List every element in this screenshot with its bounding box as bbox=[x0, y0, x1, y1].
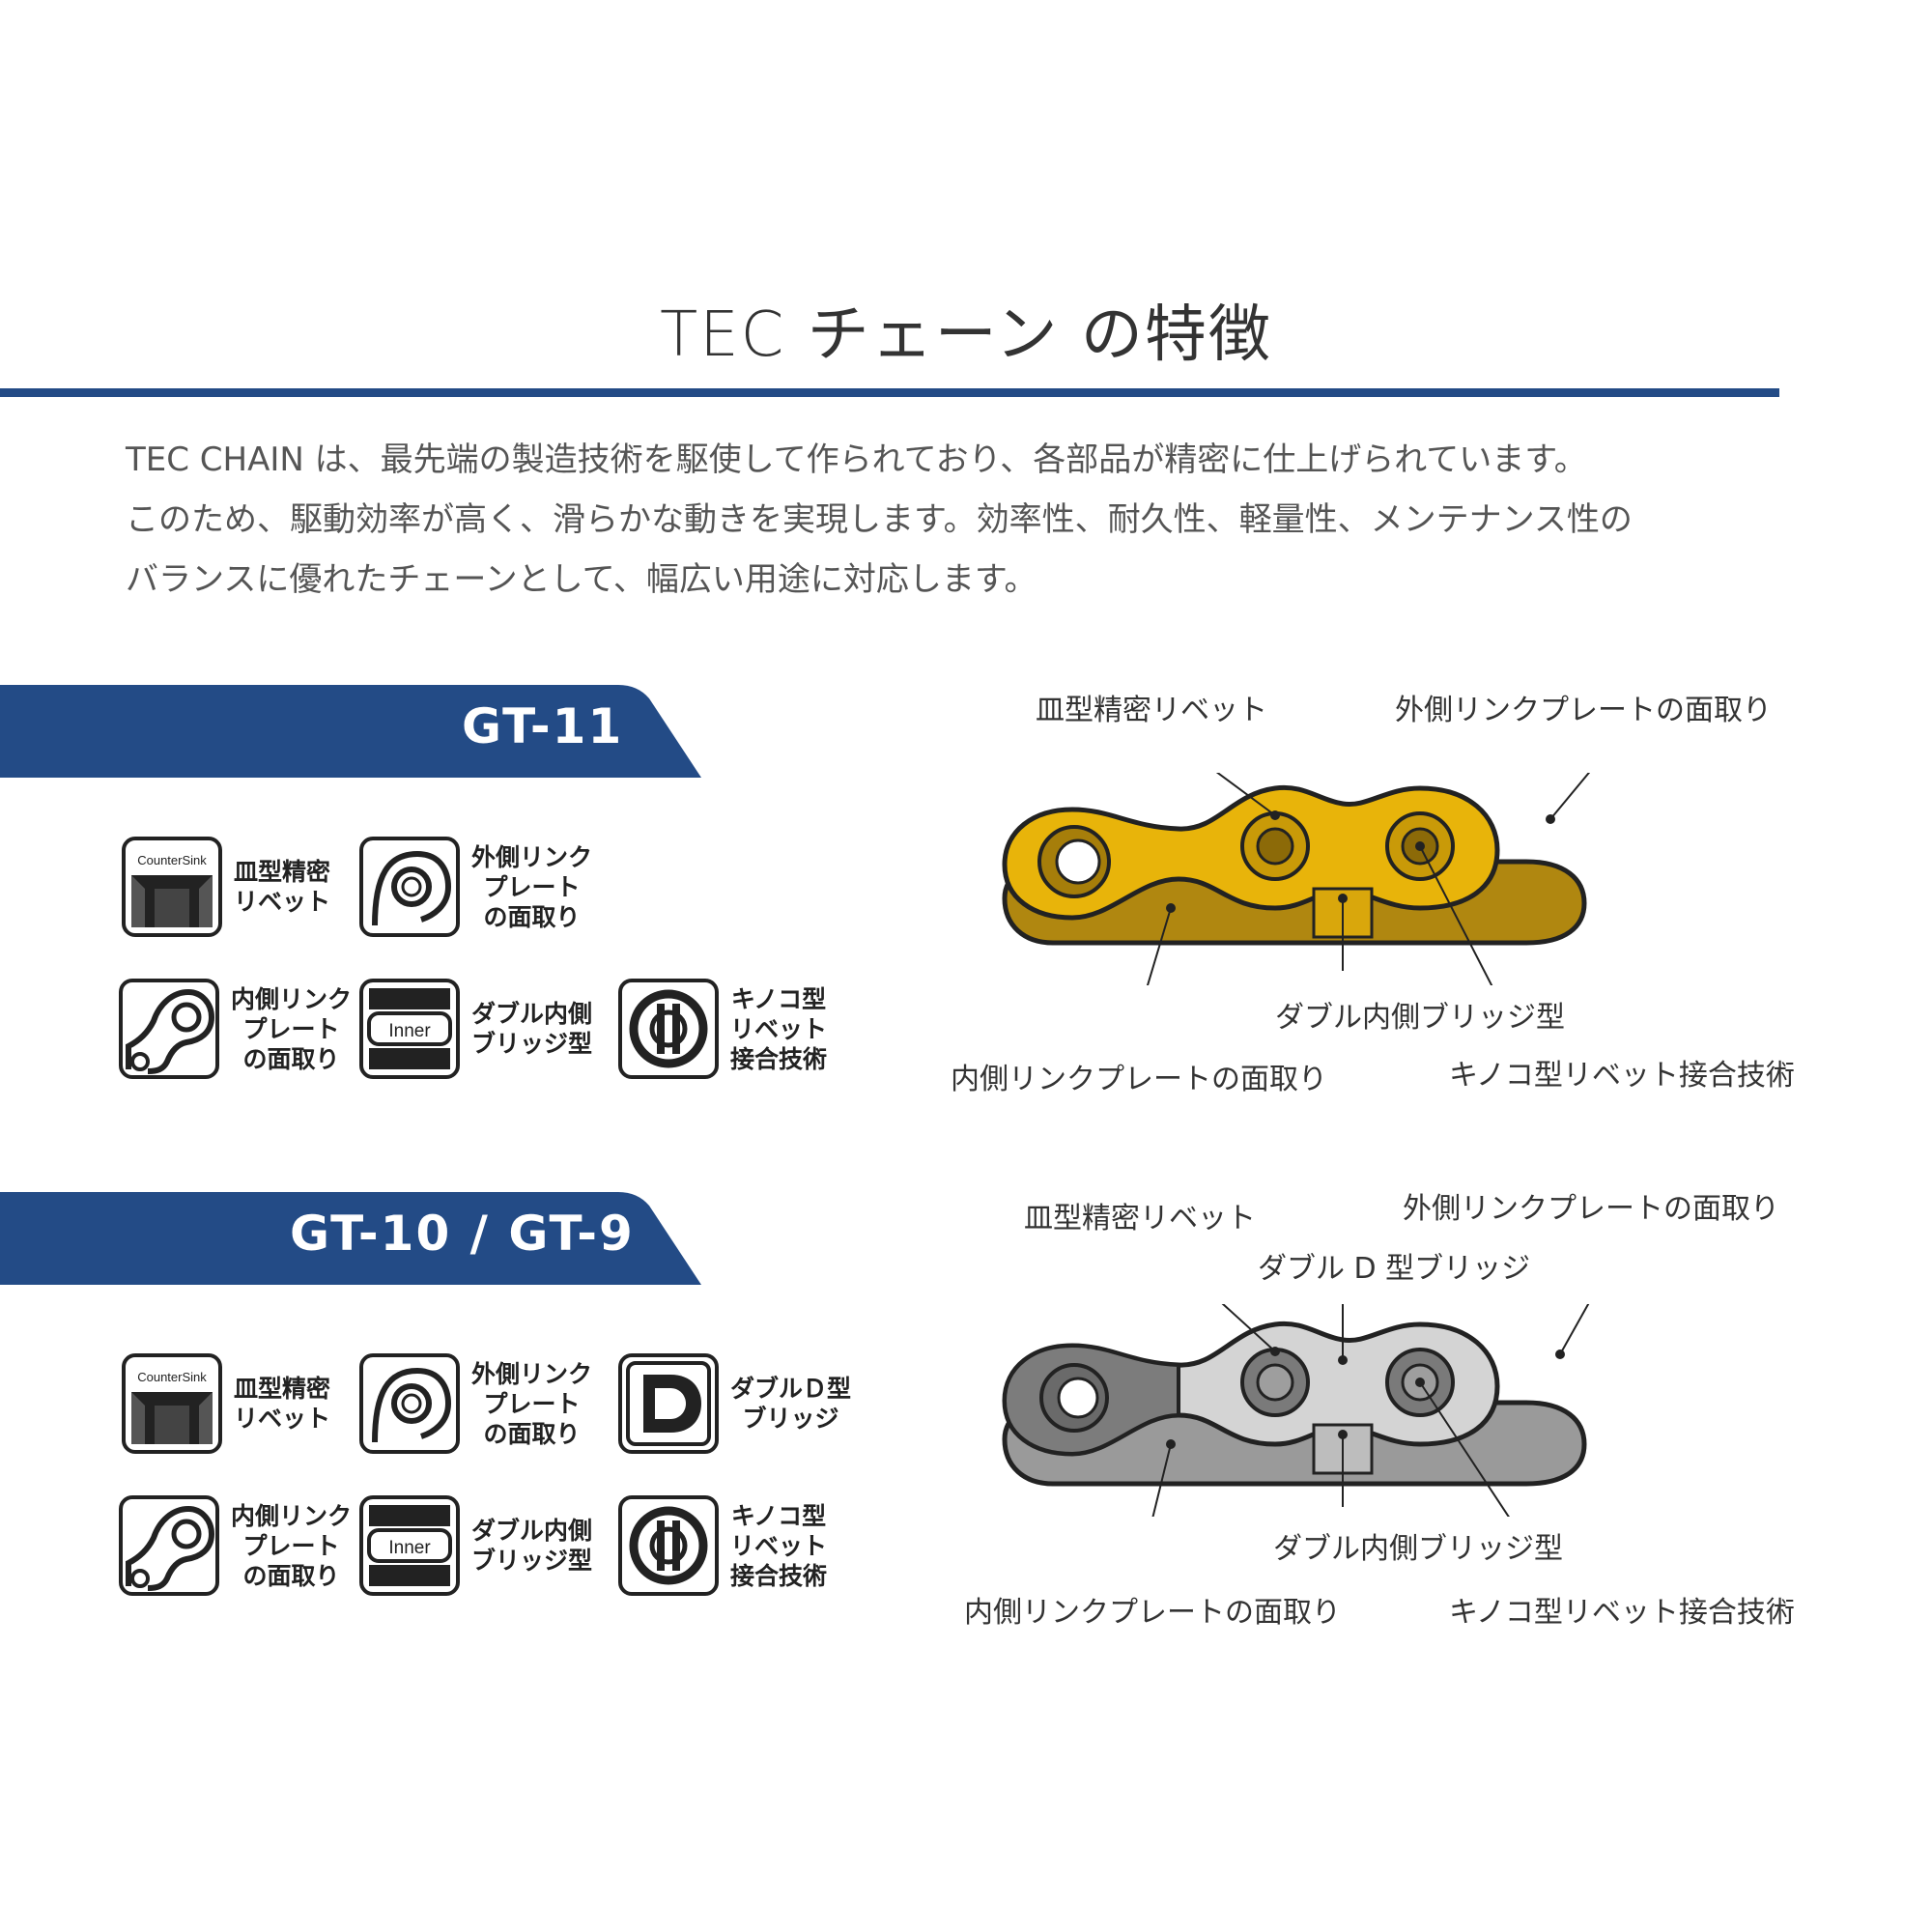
callout-countersink: 皿型精密リベット bbox=[1036, 694, 1267, 727]
svg-text:CounterSink: CounterSink bbox=[137, 1370, 207, 1384]
model-name: GT-11 bbox=[462, 698, 624, 754]
silver-chain-diagram bbox=[1002, 1304, 1590, 1517]
page-title: TEC チェーン の特徴 bbox=[660, 299, 1272, 371]
svg-text:Inner: Inner bbox=[388, 1021, 431, 1041]
feature-label: 皿型精密 リベット bbox=[234, 858, 331, 916]
model-band-gt11: GT-11 bbox=[0, 685, 701, 778]
feature-label: 外側リンク プレート の面取り bbox=[471, 1359, 593, 1448]
callout-inner-chamfer: 内側リンクプレートの面取り bbox=[964, 1596, 1341, 1630]
title-divider bbox=[0, 388, 1779, 397]
callout-mushroom: キノコ型リベット接合技術 bbox=[1449, 1059, 1795, 1093]
feature-inner-link-chamfer: 内側リンク プレート の面取り bbox=[119, 1495, 352, 1596]
mushroom-rivet-icon bbox=[618, 1495, 719, 1596]
inner-bridge-icon: Inner bbox=[359, 1495, 460, 1596]
inner-link-chamfer-icon bbox=[119, 979, 219, 1079]
callout-double-inner-bridge: ダブル内側ブリッジ型 bbox=[1273, 1532, 1563, 1566]
inner-link-chamfer-icon bbox=[119, 1495, 219, 1596]
callout-countersink: 皿型精密リベット bbox=[1024, 1202, 1256, 1236]
feature-inner-bridge: Inner ダブル内側 ブリッジ型 bbox=[359, 979, 592, 1079]
inner-bridge-icon: Inner bbox=[359, 979, 460, 1079]
feature-outer-link-chamfer: 外側リンク プレート の面取り bbox=[359, 837, 592, 937]
feature-countersink-rivet: CounterSink 皿型精密 リベット bbox=[122, 837, 330, 937]
countersink-rivet-icon: CounterSink bbox=[122, 837, 222, 937]
feature-label: キノコ型 リベット 接合技術 bbox=[730, 1501, 828, 1590]
feature-mushroom-rivet: キノコ型 リベット 接合技術 bbox=[618, 1495, 827, 1596]
callout-double-d-bridge: ダブル D 型ブリッジ bbox=[1258, 1252, 1531, 1286]
feature-label: 内側リンク プレート の面取り bbox=[231, 1501, 353, 1590]
feature-double-d-bridge: ダブルＤ型 ブリッジ bbox=[618, 1353, 851, 1454]
intro-line: このため、駆動効率が高く、滑らかな動きを実現します。効率性、耐久性、軽量性、メン… bbox=[126, 500, 1633, 539]
svg-text:CounterSink: CounterSink bbox=[137, 853, 207, 867]
callout-outer-chamfer: 外側リンクプレートの面取り bbox=[1403, 1192, 1779, 1226]
callout-outer-chamfer: 外側リンクプレートの面取り bbox=[1395, 694, 1772, 727]
callout-inner-chamfer: 内側リンクプレートの面取り bbox=[951, 1063, 1327, 1096]
feature-label: 皿型精密 リベット bbox=[234, 1375, 331, 1433]
feature-countersink-rivet: CounterSink 皿型精密 リベット bbox=[122, 1353, 330, 1454]
feature-label: ダブル内側 ブリッジ型 bbox=[471, 1517, 593, 1575]
feature-label: ダブル内側 ブリッジ型 bbox=[471, 1000, 593, 1058]
gold-chain-diagram bbox=[1002, 773, 1591, 985]
feature-inner-link-chamfer: 内側リンク プレート の面取り bbox=[119, 979, 352, 1079]
callout-mushroom: キノコ型リベット接合技術 bbox=[1449, 1596, 1795, 1630]
intro-line: TEC CHAIN は、最先端の製造技術を駆使して作られており、各部品が精密に仕… bbox=[126, 440, 1587, 479]
feature-label: 外側リンク プレート の面取り bbox=[471, 842, 593, 931]
mushroom-rivet-icon bbox=[618, 979, 719, 1079]
intro-text: TEC CHAIN は、最先端の製造技術を駆使して作られており、各部品が精密に仕… bbox=[126, 430, 1806, 610]
countersink-rivet-icon: CounterSink bbox=[122, 1353, 222, 1454]
svg-text:Inner: Inner bbox=[388, 1538, 431, 1558]
outer-link-chamfer-icon bbox=[359, 837, 460, 937]
intro-line: バランスに優れたチェーンとして、幅広い用途に対応します。 bbox=[126, 560, 1037, 599]
feature-label: キノコ型 リベット 接合技術 bbox=[730, 984, 828, 1073]
feature-mushroom-rivet: キノコ型 リベット 接合技術 bbox=[618, 979, 827, 1079]
feature-outer-link-chamfer: 外側リンク プレート の面取り bbox=[359, 1353, 592, 1454]
double-d-bridge-icon bbox=[618, 1353, 719, 1454]
model-band-gt10-gt9: GT-10 / GT-9 bbox=[0, 1192, 701, 1285]
model-name: GT-10 / GT-9 bbox=[290, 1206, 635, 1262]
feature-label: ダブルＤ型 ブリッジ bbox=[730, 1375, 852, 1433]
feature-label: 内側リンク プレート の面取り bbox=[231, 984, 353, 1073]
feature-inner-bridge: Inner ダブル内側 ブリッジ型 bbox=[359, 1495, 592, 1596]
callout-double-inner-bridge: ダブル内側ブリッジ型 bbox=[1275, 1001, 1565, 1035]
outer-link-chamfer-icon bbox=[359, 1353, 460, 1454]
